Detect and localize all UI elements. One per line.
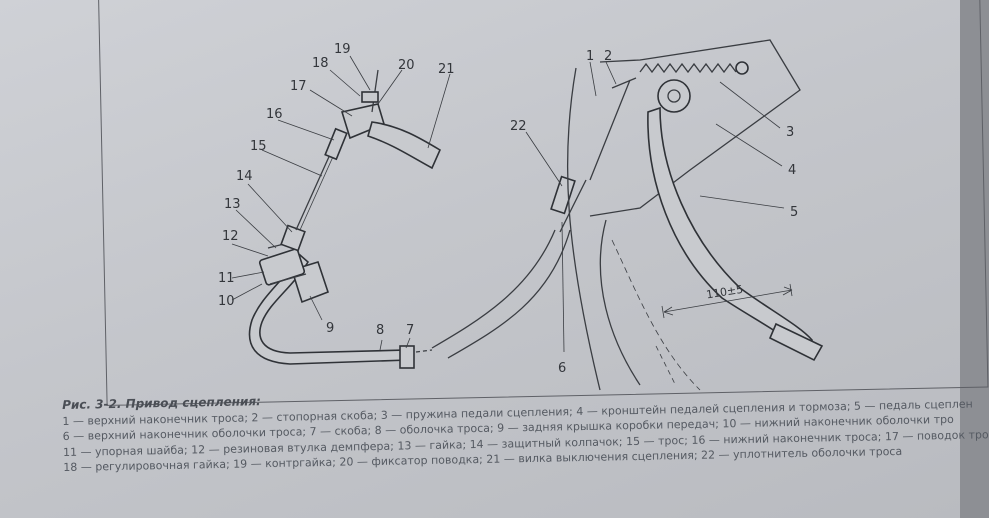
pedal-assembly-right [431,39,824,391]
callout-2: 2 [604,49,612,64]
callout-7: 7 [406,323,414,338]
callout-18: 18 [312,56,329,71]
callout-17: 17 [290,79,307,94]
callout-12: 12 [222,229,239,244]
callout-14: 14 [236,169,253,184]
leader-lines [231,55,785,353]
callout-numbers: 19 18 20 21 17 16 15 14 13 12 11 10 9 8 … [218,42,798,376]
callout-10: 10 [218,294,235,309]
callout-6: 6 [558,361,566,376]
cable-assembly-left [248,69,442,369]
callout-1: 1 [586,49,594,64]
callout-16: 16 [266,107,283,122]
callout-19: 19 [334,42,351,57]
clutch-drive-drawing: 19 18 20 21 17 16 15 14 13 12 11 10 9 8 … [218,39,824,391]
callout-3: 3 [786,125,794,140]
callout-20: 20 [398,58,415,73]
callout-4: 4 [788,163,796,178]
callout-11: 11 [218,271,235,286]
callout-9: 9 [326,321,334,336]
callout-22: 22 [510,119,527,134]
callout-21: 21 [438,62,455,77]
callout-5: 5 [790,205,798,220]
callout-8: 8 [376,323,384,338]
callout-13: 13 [224,197,241,212]
dimension-label: 110±5 [705,283,744,302]
callout-15: 15 [250,139,267,154]
